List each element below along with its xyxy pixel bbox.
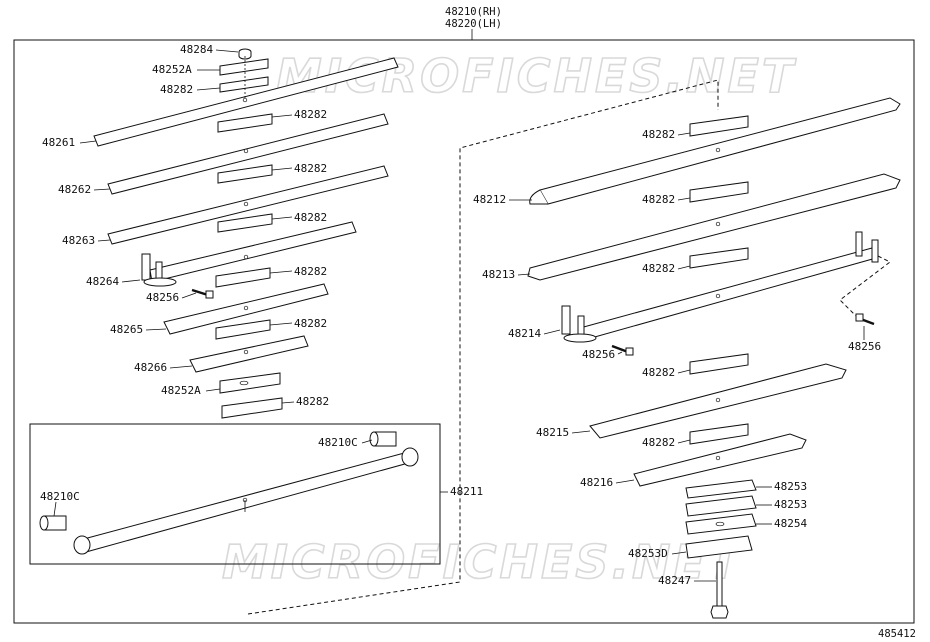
leaf-48264: [141, 221, 357, 287]
label-48282-g: 48282: [296, 395, 329, 408]
label-48282-d: 48282: [294, 211, 327, 224]
leaf-48266: [189, 335, 309, 373]
label-48282-f: 48282: [294, 317, 327, 330]
watermark-bottom: MICROFICHES.NET: [222, 535, 743, 589]
label-48282-r-c: 48282: [642, 262, 675, 275]
pad-48282-r-c: [689, 247, 749, 269]
label-48216: 48216: [580, 476, 613, 489]
plate-48253D: [685, 535, 753, 559]
label-48264: 48264: [86, 275, 119, 288]
bushing-48210C-right: [369, 431, 397, 447]
pad-48282-r-a: [689, 115, 749, 137]
label-48282-c: 48282: [294, 162, 327, 175]
label-48265: 48265: [110, 323, 143, 336]
leaf-48261: [93, 57, 399, 147]
label-48211: 48211: [450, 485, 483, 498]
label-48212: 48212: [473, 193, 506, 206]
bolt-48256-left: [191, 288, 214, 299]
label-48210C-right: 48210C: [318, 436, 358, 449]
pad-48282-e: [215, 267, 271, 288]
pad-48282-f: [215, 319, 271, 340]
pad-48282-d: [217, 213, 273, 233]
label-48282-r-b: 48282: [642, 193, 675, 206]
pad-48282-r-e: [689, 423, 749, 445]
bolt-48247: [710, 561, 729, 619]
label-48214: 48214: [508, 327, 541, 340]
leaf-48262: [107, 113, 389, 195]
label-48282-a: 48282: [160, 83, 193, 96]
leaf-48216: [633, 433, 807, 487]
leaf-48211: [73, 447, 419, 555]
label-48256-r-b: 48256: [848, 340, 881, 353]
inset-frame-48211: [29, 423, 441, 565]
label-48262: 48262: [58, 183, 91, 196]
assembly-lh-label: 48220(LH): [445, 18, 502, 30]
leaf-48215: [589, 363, 847, 439]
label-48253D: 48253D: [628, 547, 668, 560]
bolt-48256-r-a: [611, 344, 634, 356]
figure-number: 485412: [878, 628, 916, 640]
label-48282-r-e: 48282: [642, 436, 675, 449]
assembly-rh-label: 48210(RH): [445, 6, 502, 18]
label-48256-left: 48256: [146, 291, 179, 304]
label-48252A-top: 48252A: [152, 63, 192, 76]
leaf-48212: [529, 97, 901, 205]
label-48282-b: 48282: [294, 108, 327, 121]
plate-48252A-top: [219, 58, 269, 76]
plate-48253-a: [685, 479, 757, 499]
leaf-48214: [561, 231, 879, 343]
leaf-48213: [527, 173, 901, 281]
bolt-48256-r-b: [855, 313, 875, 326]
leaf-48263: [107, 165, 389, 245]
label-48266: 48266: [134, 361, 167, 374]
dashed-bolt-leader: [839, 255, 891, 317]
label-48263: 48263: [62, 234, 95, 247]
label-48282-r-a: 48282: [642, 128, 675, 141]
pad-48282-a: [219, 76, 269, 93]
plate-48253-b: [685, 495, 757, 517]
pad-48282-g: [221, 397, 283, 419]
label-48284: 48284: [180, 43, 213, 56]
plate-48252A-bottom: [219, 372, 281, 394]
label-48261: 48261: [42, 136, 75, 149]
label-48253-a: 48253: [774, 480, 807, 493]
bushing-48210C-left: [39, 515, 67, 531]
pad-48282-b: [217, 113, 273, 133]
pad-48282-r-d: [689, 353, 749, 375]
label-48282-e: 48282: [294, 265, 327, 278]
label-48215: 48215: [536, 426, 569, 439]
label-48256-r-a: 48256: [582, 348, 615, 361]
label-48247: 48247: [658, 574, 691, 587]
label-48253-b: 48253: [774, 498, 807, 511]
nut-48284: [238, 48, 252, 60]
label-48213: 48213: [482, 268, 515, 281]
pad-48282-r-b: [689, 181, 749, 203]
pad-48282-c: [217, 164, 273, 184]
label-48254: 48254: [774, 517, 807, 530]
label-48252A-bottom: 48252A: [161, 384, 201, 397]
main-frame: [13, 39, 915, 624]
dashed-connector: [247, 79, 719, 615]
label-48210C-left: 48210C: [40, 490, 80, 503]
label-48282-r-d: 48282: [642, 366, 675, 379]
